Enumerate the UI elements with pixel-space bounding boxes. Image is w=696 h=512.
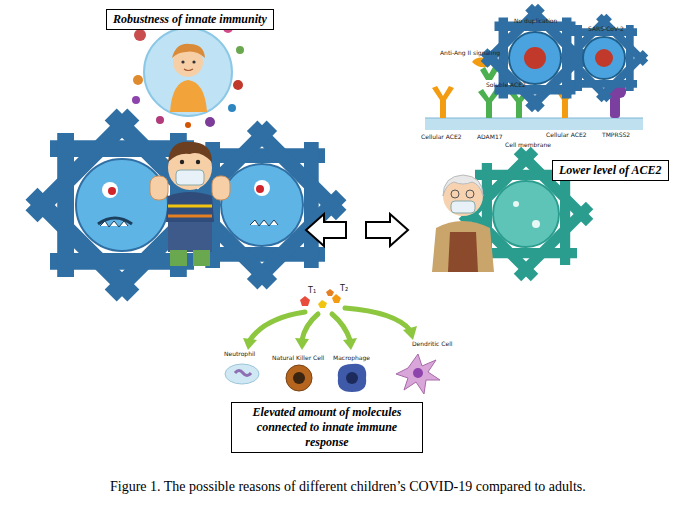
caption-box: Robustness of innate immunity	[106, 9, 274, 30]
figure-label: Soluble ACE2	[486, 82, 526, 89]
cell-label: Macrophage	[333, 355, 370, 362]
figure-caption: Figure 1. The possible reasons of differ…	[110, 479, 586, 495]
cell-label: Neutrophil	[224, 351, 255, 358]
figure-label: SARS-CoV-2	[588, 26, 624, 33]
figure-label: Cellular ACE2	[421, 134, 462, 141]
figure-label: Cellular ACE2	[546, 132, 587, 139]
figure-label: TMPRSS2	[602, 132, 630, 139]
molecule-label: T₁	[308, 287, 316, 296]
cell-label: Dendritic Cell	[412, 341, 453, 348]
molecule-label: T₂	[340, 285, 348, 294]
cell-label: Natural Killer Cell	[272, 355, 324, 362]
caption-box: Lower level of ACE2	[552, 160, 669, 181]
box-text: Lower level of ACE2	[559, 163, 662, 178]
caption-box: Elevated amount of molecules connected t…	[231, 402, 423, 453]
figure-label: ADAM17	[477, 134, 503, 141]
box-text: Robustness of innate immunity	[113, 12, 267, 27]
figure-label: No duplication	[514, 18, 557, 25]
figure-label: Cell membrane	[505, 142, 551, 149]
figure-label: Anti-Ang II signaling	[440, 50, 500, 57]
box-text: Elevated amount of molecules connected t…	[238, 405, 416, 450]
